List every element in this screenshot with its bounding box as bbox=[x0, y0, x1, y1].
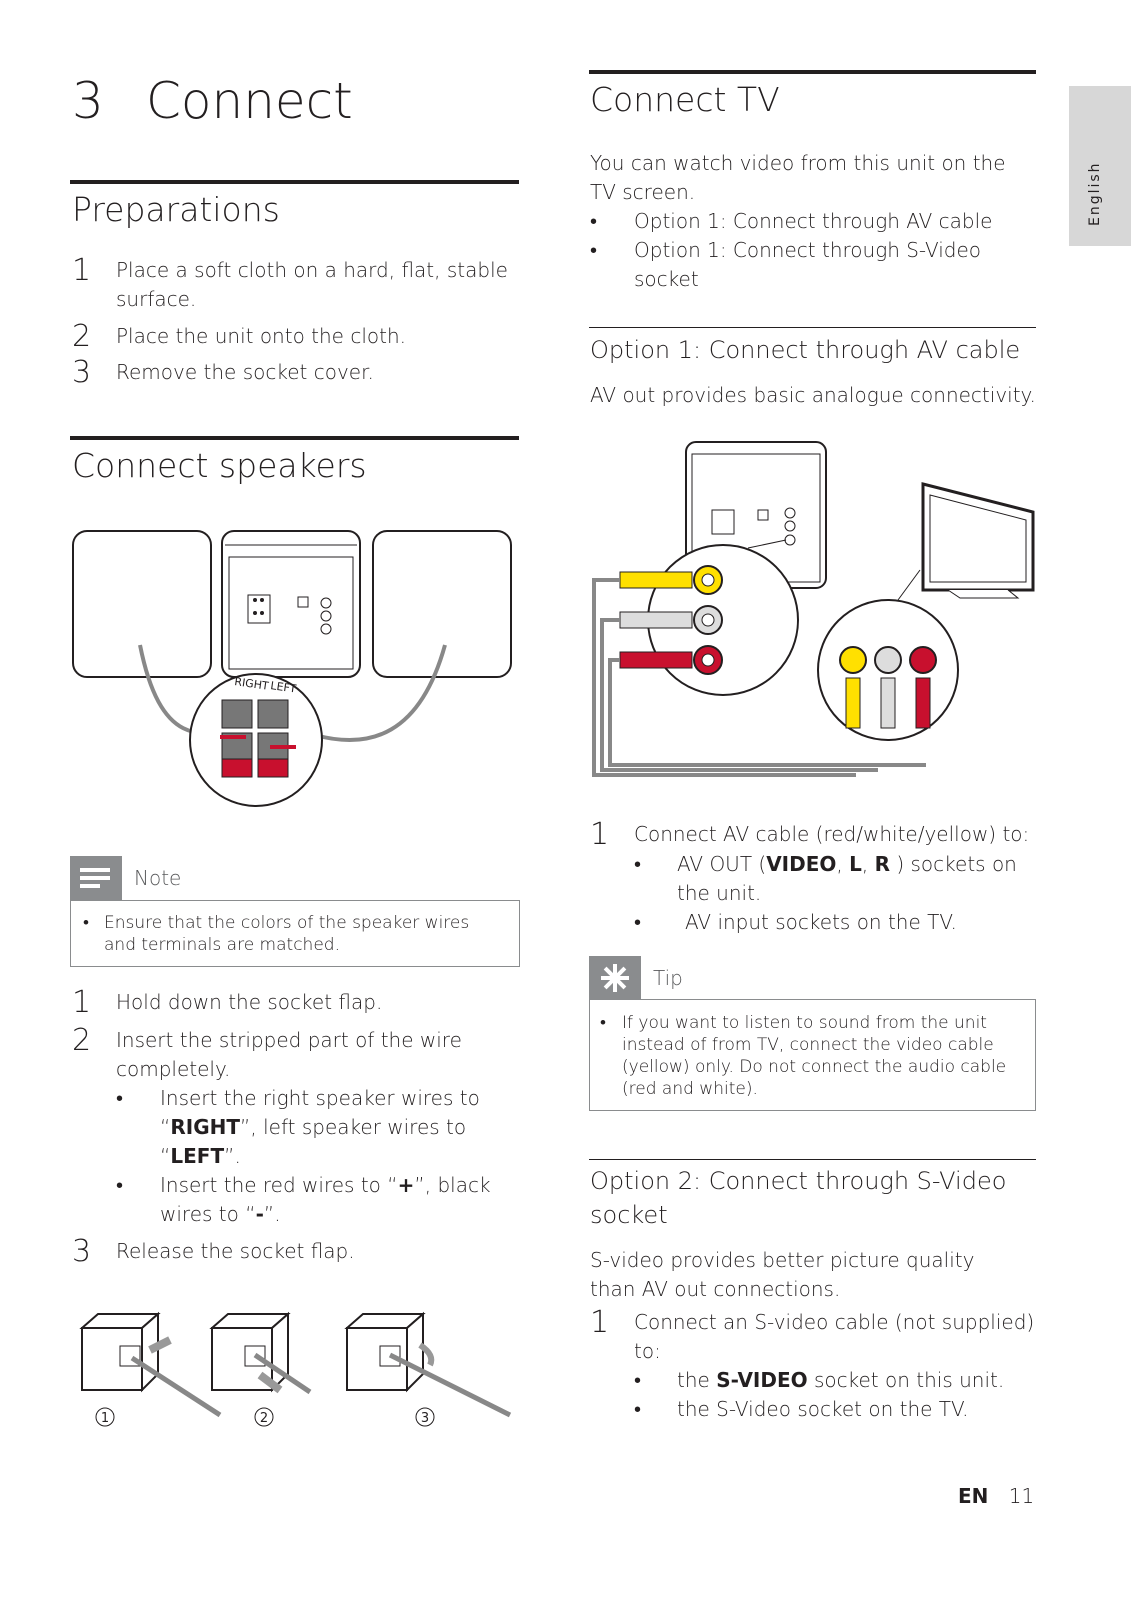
tip-icon bbox=[589, 956, 641, 1000]
option2-steps: 1 Connect an S-video cable (not supplied… bbox=[590, 1308, 1035, 1424]
step-number: 3 bbox=[72, 355, 92, 390]
tip-header: Tip bbox=[589, 956, 683, 1000]
flap-step-1-label: 1 bbox=[101, 1411, 109, 1426]
page-number: 11 bbox=[1008, 1484, 1035, 1508]
step-number: 1 bbox=[72, 985, 92, 1020]
step-text: Connect an S-video cable (not supplied) … bbox=[634, 1310, 1035, 1363]
option2-description: S-video provides better picture quality … bbox=[590, 1248, 975, 1301]
step-number: 1 bbox=[72, 253, 92, 288]
note-box: • Ensure that the colors of the speaker … bbox=[70, 900, 520, 967]
speaker-steps: 1 Hold down the socket flap. 2 Insert th… bbox=[72, 988, 512, 1267]
list-item: 1 Connect AV cable (red/white/yellow) to… bbox=[590, 820, 1035, 850]
list-item: 3 Release the socket flap. bbox=[72, 1237, 512, 1267]
list-item: • the S-VIDEO socket on this unit. bbox=[634, 1366, 1035, 1395]
right-terminal-label: RIGHT bbox=[234, 675, 270, 693]
preparations-heading: Preparations bbox=[72, 190, 280, 229]
bullet-text: Insert the right speaker wires to “RIGHT… bbox=[160, 1086, 480, 1168]
list-item: • If you want to listen to sound from th… bbox=[600, 1012, 1021, 1100]
step-text: Release the socket flap. bbox=[116, 1239, 355, 1263]
step-number: 2 bbox=[72, 319, 92, 354]
preparations-steps: 1 Place a soft cloth on a hard, flat, st… bbox=[72, 256, 512, 388]
note-icon bbox=[70, 856, 122, 900]
step-text: Hold down the socket flap. bbox=[116, 990, 383, 1014]
flap-step-2-label: 2 bbox=[260, 1411, 268, 1426]
list-item: 2 Insert the stripped part of the wire c… bbox=[72, 1026, 512, 1084]
list-item: 3 Remove the socket cover. bbox=[72, 358, 512, 388]
list-item: •Option 1: Connect through AV cable bbox=[590, 209, 993, 233]
language-tab: English bbox=[1069, 86, 1131, 246]
connect-tv-intro: You can watch video from this unit on th… bbox=[590, 151, 1006, 204]
section-rule bbox=[589, 1159, 1036, 1160]
list-item: 1 Connect an S-video cable (not supplied… bbox=[590, 1308, 1035, 1366]
step-text: Insert the stripped part of the wire com… bbox=[116, 1028, 462, 1081]
av-cable-diagram bbox=[592, 441, 1035, 777]
list-item: 1 Place a soft cloth on a hard, flat, st… bbox=[72, 256, 512, 314]
connect-speakers-heading: Connect speakers bbox=[72, 446, 367, 485]
step-text: Connect AV cable (red/white/yellow) to: bbox=[634, 822, 1030, 846]
socket-flap-diagram: 1 2 3 bbox=[79, 1311, 512, 1427]
step-number: 2 bbox=[72, 1023, 92, 1058]
section-rule bbox=[589, 70, 1036, 74]
page-footer: EN 11 bbox=[958, 1484, 1034, 1508]
bullet-text: AV OUT (VIDEO, L, R ) sockets on the uni… bbox=[677, 852, 1017, 905]
chapter-number: 3 bbox=[72, 72, 104, 130]
option2-heading: Option 2: Connect through S-Video socket bbox=[590, 1167, 1007, 1229]
option1-description: AV out provides basic analogue connectiv… bbox=[590, 383, 1036, 407]
chapter-title-text: Connect bbox=[146, 72, 353, 130]
bullet-text: Insert the red wires to “+”, black wires… bbox=[160, 1173, 491, 1226]
footer-language: EN bbox=[958, 1484, 989, 1508]
list-item: • the S-Video socket on the TV. bbox=[634, 1395, 1035, 1424]
flap-step-3-label: 3 bbox=[421, 1411, 429, 1426]
bullet-text: AV input sockets on the TV. bbox=[685, 910, 957, 934]
step-text: Place a soft cloth on a hard, flat, stab… bbox=[116, 258, 508, 311]
language-tab-label: English bbox=[1087, 161, 1103, 226]
section-rule bbox=[589, 327, 1036, 328]
section-rule bbox=[70, 436, 519, 440]
connect-tv-heading: Connect TV bbox=[590, 80, 780, 119]
tip-box: • If you want to listen to sound from th… bbox=[589, 999, 1036, 1111]
step-text: Place the unit onto the cloth. bbox=[116, 324, 407, 348]
section-rule bbox=[70, 180, 519, 184]
option1-heading: Option 1: Connect through AV cable bbox=[590, 336, 1021, 364]
tip-label: Tip bbox=[653, 966, 683, 990]
step-text: Remove the socket cover. bbox=[116, 360, 374, 384]
bullet-text: the S-Video socket on the TV. bbox=[677, 1397, 969, 1421]
speaker-connection-diagram: RIGHT LEFT bbox=[72, 530, 512, 807]
note-text: Ensure that the colors of the speaker wi… bbox=[104, 913, 470, 955]
note-header: Note bbox=[70, 856, 181, 900]
list-item: • AV OUT (VIDEO, L, R ) sockets on the u… bbox=[634, 850, 1035, 908]
tip-text: If you want to listen to sound from the … bbox=[622, 1013, 1007, 1099]
list-item: 1 Hold down the socket flap. bbox=[72, 988, 512, 1018]
list-item: • AV input sockets on the TV. bbox=[634, 908, 1035, 937]
list-item: • Insert the red wires to “+”, black wir… bbox=[116, 1171, 512, 1229]
chapter-title: 3 Connect bbox=[72, 72, 353, 130]
list-item: 2 Place the unit onto the cloth. bbox=[72, 322, 512, 352]
step-number: 3 bbox=[72, 1234, 92, 1269]
note-label: Note bbox=[134, 866, 182, 890]
left-terminal-label: LEFT bbox=[270, 679, 298, 696]
list-item: • Insert the right speaker wires to “RIG… bbox=[116, 1084, 512, 1171]
step-number: 1 bbox=[590, 1305, 610, 1340]
step-number: 1 bbox=[590, 817, 610, 852]
bullet-text: the S-VIDEO socket on this unit. bbox=[677, 1368, 1005, 1392]
list-item: • Ensure that the colors of the speaker … bbox=[83, 912, 505, 956]
tv-options-list: •Option 1: Connect through AV cable •Opt… bbox=[590, 207, 1010, 294]
option1-steps: 1 Connect AV cable (red/white/yellow) to… bbox=[590, 820, 1035, 937]
list-item: •Option 1: Connect through S-Video socke… bbox=[590, 238, 982, 291]
